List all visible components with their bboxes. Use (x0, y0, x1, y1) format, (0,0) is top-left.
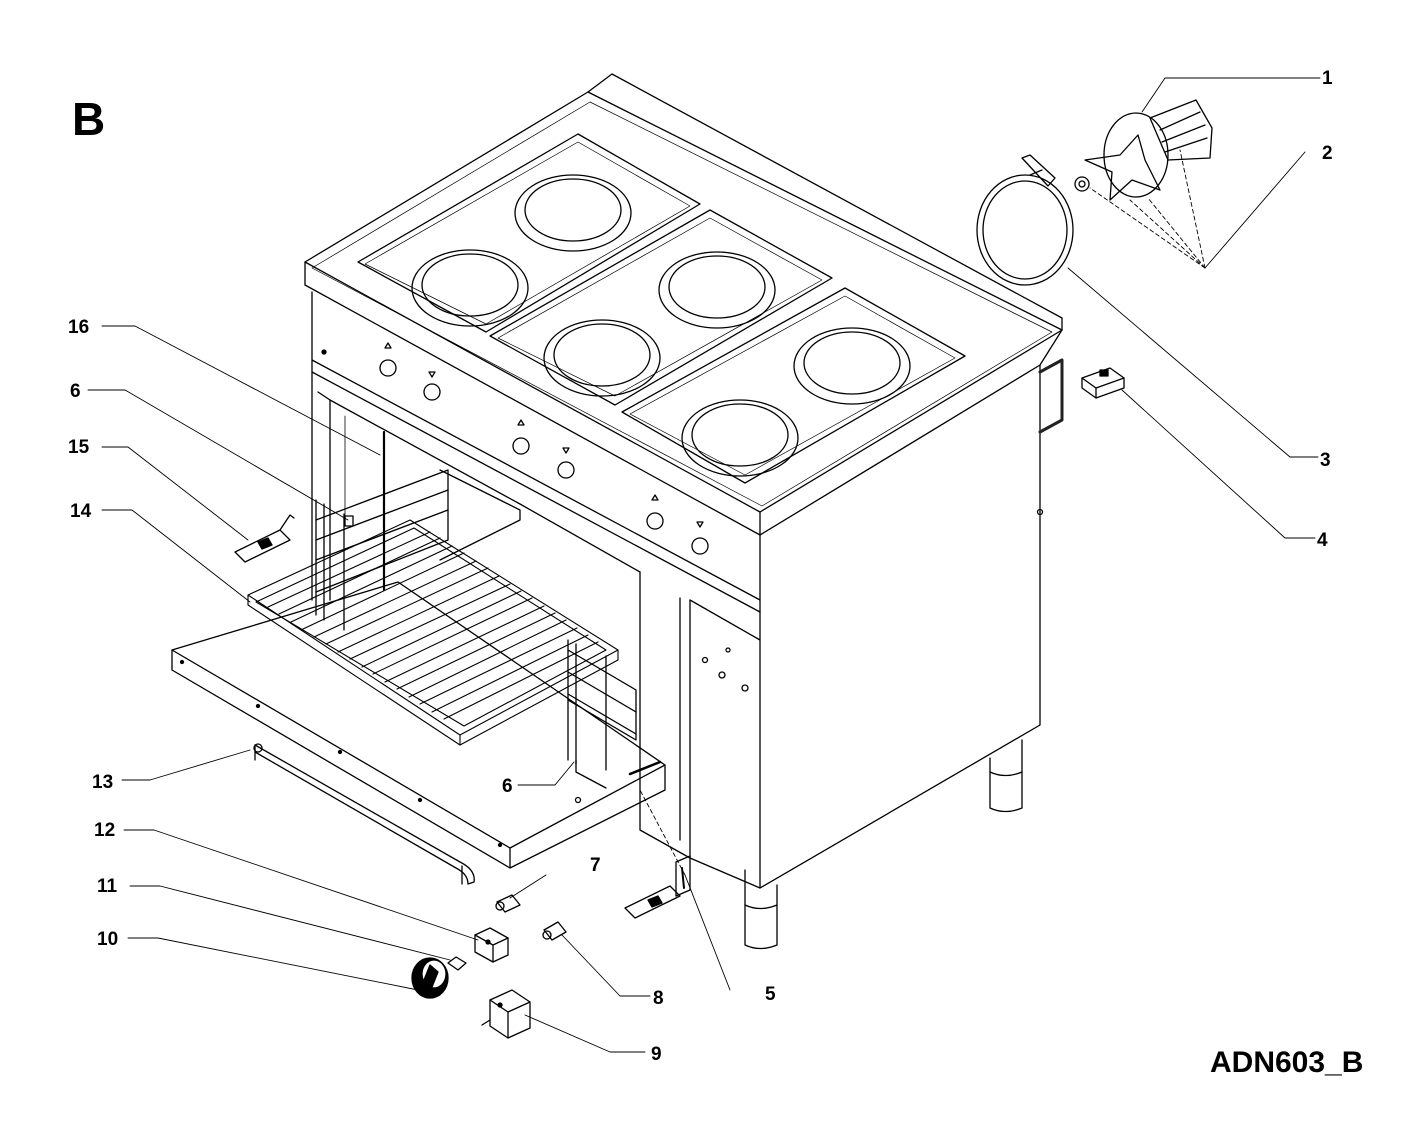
control-knob-holes (379, 342, 709, 555)
door-switch (1081, 367, 1125, 399)
callout-9: 9 (651, 1044, 662, 1065)
callout-6-lower: 6 (502, 776, 513, 797)
callout-13: 13 (92, 772, 113, 793)
callout-labels: 1 2 3 4 5 6 6 7 8 9 10 11 12 13 14 15 16 (68, 68, 1333, 1065)
callout-14: 14 (70, 501, 92, 522)
callout-3: 3 (1320, 450, 1331, 471)
shelf-support-left (315, 469, 449, 631)
part-8-lamp (542, 921, 567, 941)
range-body (304, 73, 1064, 950)
hinge-left (234, 514, 295, 563)
callout-2: 2 (1322, 143, 1333, 164)
selector-switch (481, 989, 531, 1039)
thermostat (474, 927, 509, 963)
fan-motor (1074, 99, 1213, 201)
leader-lines (87, 77, 1321, 1053)
hot-plates (411, 174, 911, 477)
callout-15: 15 (68, 437, 90, 458)
drawing-code: ADN603_B (1210, 1046, 1364, 1079)
callout-6-upper: 6 (70, 381, 81, 402)
heating-element-ring (976, 154, 1074, 286)
sheet-letter: B (72, 93, 106, 145)
shelf-support-right (567, 639, 637, 789)
oven-shelf (247, 519, 619, 746)
part-7-switch (495, 894, 521, 913)
hob-wells (357, 133, 966, 484)
callout-16: 16 (68, 317, 89, 338)
callout-4: 4 (1317, 530, 1328, 551)
callout-11: 11 (97, 876, 118, 897)
hinge-right (624, 855, 691, 919)
oven-door (171, 581, 666, 869)
callout-5: 5 (765, 984, 776, 1005)
door-handle (253, 743, 475, 885)
callout-1: 1 (1322, 68, 1333, 89)
callout-10: 10 (97, 929, 118, 950)
knob-spring (447, 956, 467, 971)
callout-8: 8 (653, 988, 664, 1009)
callout-12: 12 (94, 820, 115, 841)
callout-7: 7 (590, 855, 601, 876)
control-knob (411, 957, 449, 999)
